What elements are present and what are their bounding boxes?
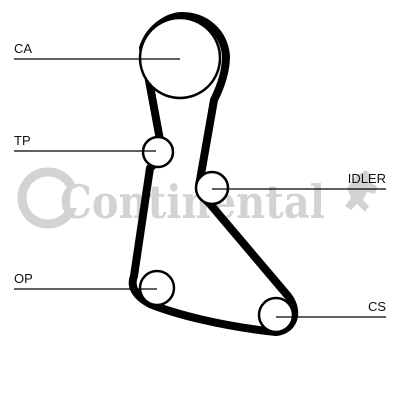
pulley-idler <box>194 170 230 206</box>
leader-lines <box>14 58 386 318</box>
pulley-op <box>138 269 176 307</box>
label-cs: CS <box>368 299 386 314</box>
watermark-text: Continental <box>60 175 325 229</box>
watermark-c-gap <box>58 188 80 208</box>
horse-logo-icon <box>345 170 377 212</box>
label-ca: CA <box>14 41 32 56</box>
label-tp: TP <box>14 133 31 148</box>
pulley-cs <box>257 296 295 334</box>
timing-belt <box>128 12 299 336</box>
continental-watermark: Continental <box>17 167 377 229</box>
label-idler: IDLER <box>348 171 386 186</box>
label-op: OP <box>14 271 33 286</box>
pulley-tp <box>141 135 175 169</box>
pulley-ca <box>138 16 222 100</box>
belt-path <box>128 12 299 336</box>
